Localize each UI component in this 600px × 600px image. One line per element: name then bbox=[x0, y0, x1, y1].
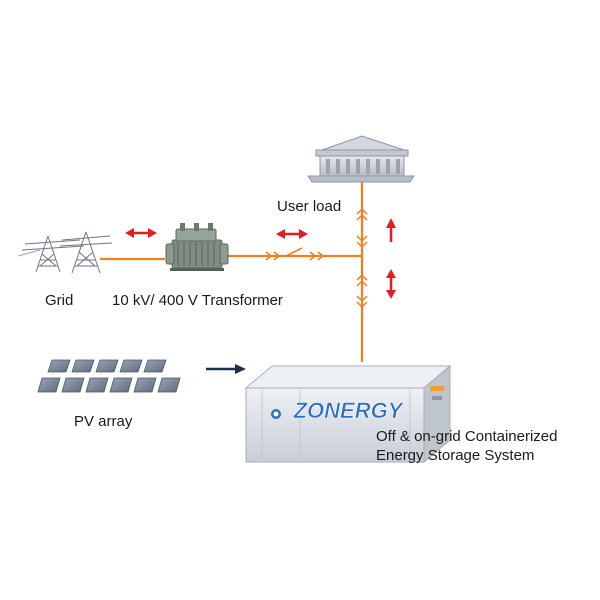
bus-chevrons bbox=[356, 207, 368, 309]
switch-icon bbox=[265, 247, 325, 261]
pv-flow-arrow-icon bbox=[206, 364, 246, 374]
solar-panel-icon bbox=[37, 359, 181, 393]
transformer-label: 10 kV/ 400 V Transformer bbox=[112, 292, 283, 309]
storage-container-icon: ZONERGY bbox=[244, 364, 452, 464]
double-arrow-transformer-icon bbox=[276, 229, 308, 239]
ess-label-line1: Off & on-grid Containerized bbox=[376, 428, 558, 445]
ess-label: Off & on-grid Containerized Energy Stora… bbox=[376, 428, 558, 466]
double-arrow-grid-icon bbox=[125, 228, 157, 238]
pv-array-label: PV array bbox=[74, 413, 133, 430]
building-icon bbox=[307, 135, 415, 183]
up-arrow-icon bbox=[386, 218, 396, 242]
flow-arrows bbox=[125, 218, 396, 299]
transmission-tower-icon bbox=[17, 231, 113, 274]
user-load-label: User load bbox=[277, 198, 342, 215]
double-arrow-vertical-icon bbox=[386, 269, 396, 299]
transformer-icon bbox=[165, 223, 229, 271]
grid-label: Grid bbox=[45, 292, 74, 309]
container-logo: ZONERGY bbox=[293, 398, 405, 423]
ess-label-line2: Energy Storage System bbox=[376, 446, 535, 464]
